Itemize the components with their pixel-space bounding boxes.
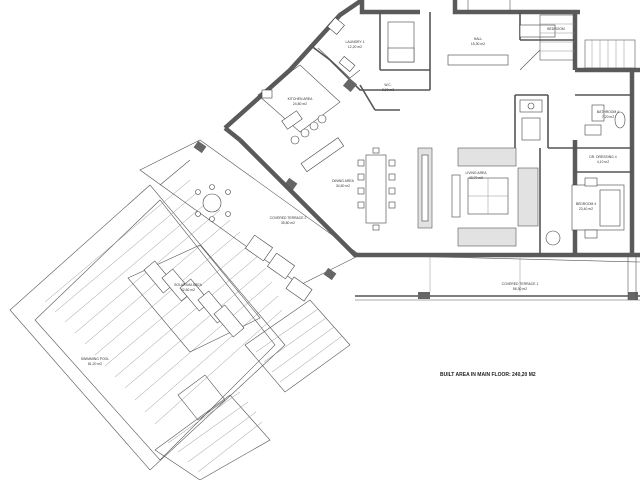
pool-label: SWIMMING POOL (81, 357, 110, 361)
hall-label: HALL (474, 37, 483, 41)
living-sofas (451, 147, 539, 247)
covered-terrace-1 (355, 254, 640, 301)
bed (571, 177, 625, 239)
bathroom-area: 7,20 m2 (602, 115, 614, 119)
kitchen-area: 24,80 m2 (293, 102, 307, 106)
terrace2-label: COVERED TERRACE 2 (270, 216, 307, 220)
hall (387, 21, 556, 71)
round-table (195, 184, 231, 222)
wc-label: W.C. (384, 83, 391, 87)
bedroom-top-label: BEDROOM (547, 27, 565, 31)
pool-area: 81,20 m2 (88, 362, 102, 366)
solarium (127, 244, 261, 353)
terrace2-area: 35,80 m2 (281, 221, 295, 225)
bathroom-label: BATHROOM 4 (597, 110, 619, 114)
tv-unit (417, 147, 433, 229)
bedroom4-area: 23,40 m2 (579, 207, 593, 211)
stairs-top (467, 0, 576, 61)
terrace-steps (244, 299, 351, 393)
laundry (317, 17, 361, 79)
solarium-label: SOLARIUM AREA (174, 283, 202, 287)
laundry-area: 12,20 m2 (348, 45, 362, 49)
kitchen (257, 64, 358, 173)
terrace1-label: COVERED TERRACE 1 (502, 282, 539, 286)
laundry-label: LAUNDRY 1 (346, 40, 365, 44)
hall-area: 15,30 m2 (471, 42, 485, 46)
dressing-label: DR. DRESSING 4 (589, 155, 616, 159)
pool-steps (154, 374, 271, 480)
interior-walls (309, 12, 632, 255)
sun-lounger (143, 260, 245, 338)
solarium-area: 42,60 m2 (181, 288, 195, 292)
swimming-pool (9, 179, 286, 471)
living-label: LIVING AREA (465, 171, 487, 175)
living-area: 43,70 m2 (469, 176, 483, 180)
terrace1-area: 56,30 m2 (513, 287, 527, 291)
dining-area: 34,50 m2 (336, 184, 350, 188)
kitchen-label: KITCHEN AREA (288, 97, 314, 101)
outdoor-sofa (244, 234, 313, 302)
covered-terrace-2 (139, 139, 361, 302)
exterior-right (584, 39, 637, 300)
built-area-note: BUILT AREA IN MAIN FLOOR: 240,20 M2 (440, 372, 536, 378)
bathroom-fixtures (519, 99, 626, 246)
wc-area: 2,00 m2 (382, 88, 394, 92)
bedroom4-label: BEDROOM 4 (576, 202, 596, 206)
dressing-area: 4,10 m2 (597, 160, 609, 164)
dining-table (357, 147, 396, 231)
dining-label: DINING AREA (332, 179, 355, 183)
room-labels: LAUNDRY 1 12,20 m2 W.C. 2,00 m2 HALL 15,… (81, 27, 619, 378)
